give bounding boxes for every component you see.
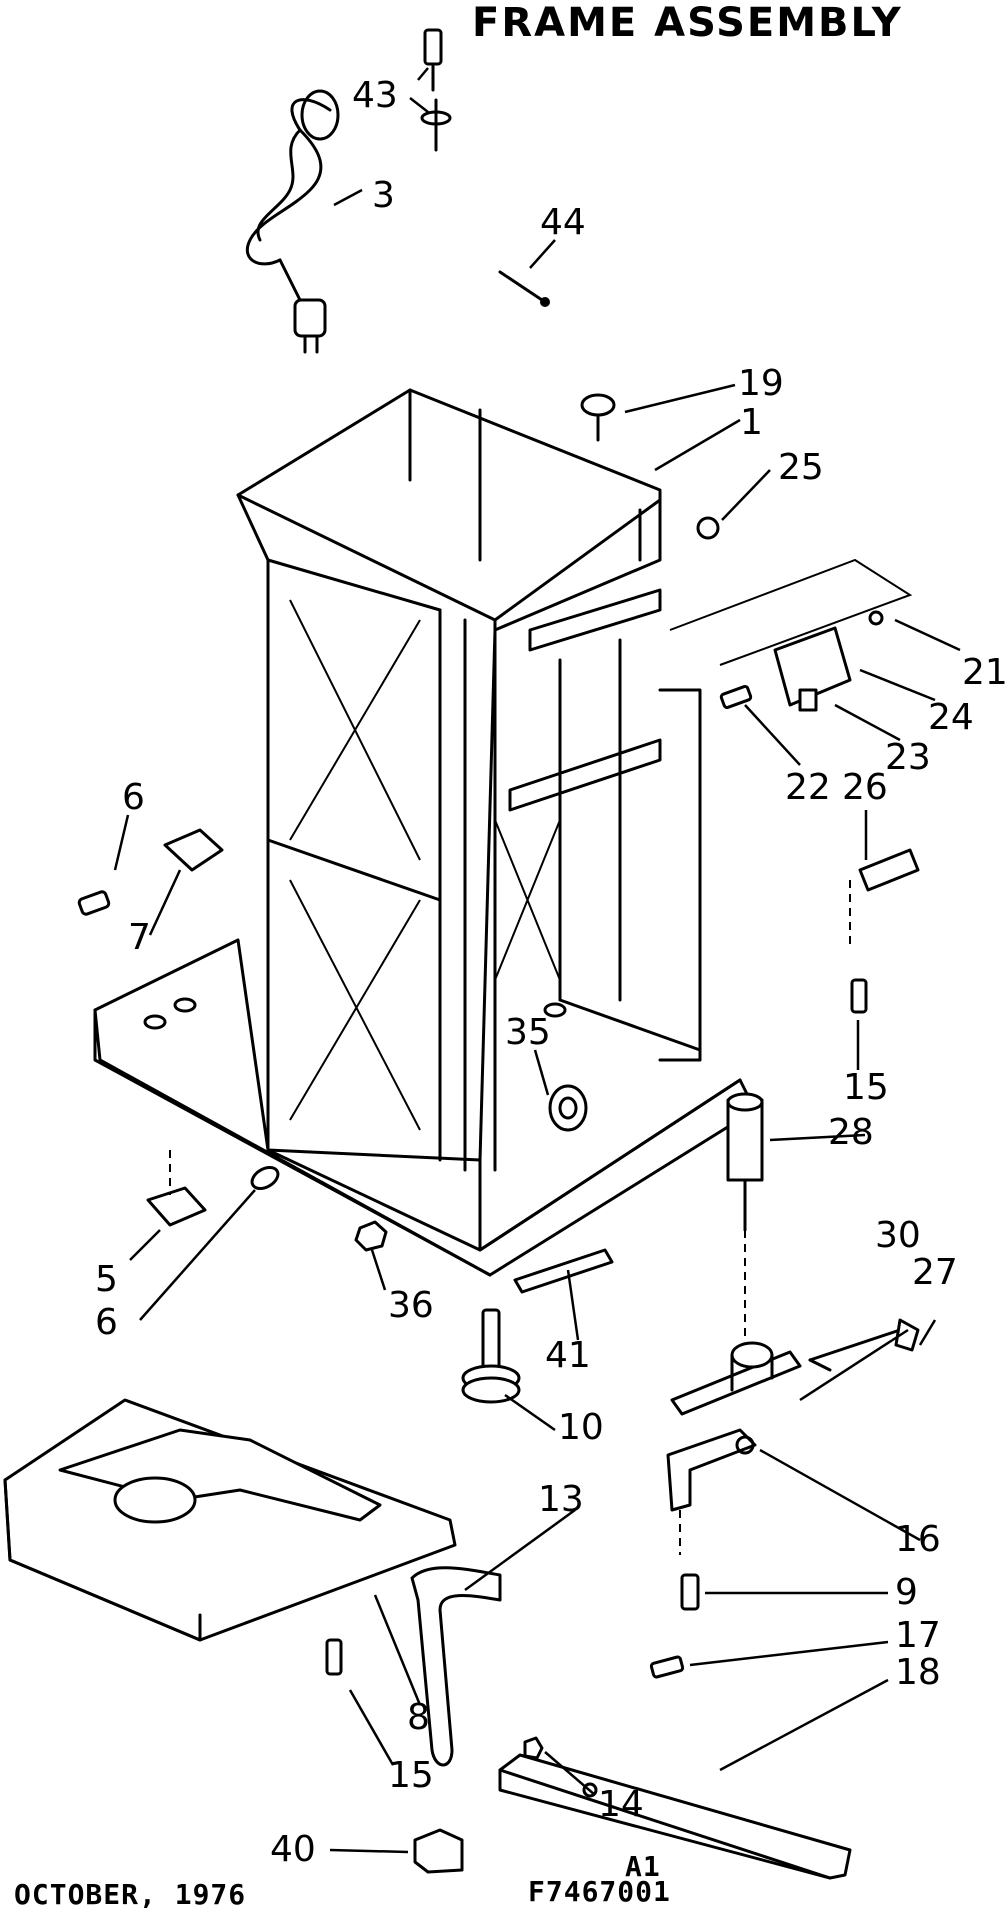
frame-tower-part <box>236 388 702 1172</box>
grommet-35-part <box>548 1084 588 1132</box>
callout-16: 16 <box>895 1519 941 1560</box>
leveling-foot-10-part <box>461 1308 521 1404</box>
callout-14: 14 <box>598 1784 644 1825</box>
rod-27-part <box>808 1318 920 1372</box>
callout-30: 30 <box>875 1215 921 1256</box>
callout-7: 7 <box>128 917 151 958</box>
callout-5: 5 <box>95 1259 118 1300</box>
cylinder-28-part <box>726 1092 764 1340</box>
screw-44-part <box>498 239 556 307</box>
callout-6-bottom: 6 <box>95 1302 118 1343</box>
callout-1: 1 <box>740 402 763 443</box>
callout-24: 24 <box>928 697 974 738</box>
thermostat-26-part <box>849 848 920 950</box>
screw-43-part <box>409 28 452 152</box>
footer-sheet: A1 <box>625 1850 661 1883</box>
screw-9-part <box>680 1573 700 1611</box>
callout-21: 21 <box>962 652 1008 693</box>
callout-43: 43 <box>352 75 398 116</box>
callout-15-top: 15 <box>843 1067 889 1108</box>
nut-36-part <box>354 1220 388 1252</box>
screw-15a-part <box>850 978 868 1014</box>
diagram-title: FRAME ASSEMBLY <box>472 0 903 46</box>
bracket-13-part <box>410 1566 502 1767</box>
base-plate-part <box>93 938 757 1277</box>
callout-13: 13 <box>538 1479 584 1520</box>
footer-part-number: F7467001 <box>528 1875 671 1908</box>
callout-8: 8 <box>407 1697 430 1738</box>
callout-18: 18 <box>895 1652 941 1693</box>
callout-25: 25 <box>778 447 824 488</box>
leader-lines <box>113 188 961 1854</box>
screw-22-part <box>719 684 753 710</box>
clip-5-part <box>146 1150 280 1227</box>
callout-28: 28 <box>828 1112 874 1153</box>
nut-14-part <box>523 1736 544 1760</box>
callout-6-top: 6 <box>122 777 145 818</box>
screw-17-part <box>649 1655 685 1679</box>
callout-9: 9 <box>895 1572 918 1613</box>
footer-date: OCTOBER, 1976 <box>14 1878 247 1911</box>
callout-15-bottom: 15 <box>388 1755 434 1796</box>
screw-15b-part <box>325 1638 343 1676</box>
callout-41: 41 <box>545 1335 591 1376</box>
drain-tray-8-part <box>3 1398 457 1642</box>
callout-36: 36 <box>388 1285 434 1326</box>
callout-19: 19 <box>738 363 784 404</box>
callout-17: 17 <box>895 1615 941 1656</box>
callout-40: 40 <box>270 1829 316 1870</box>
callout-35: 35 <box>505 1012 551 1053</box>
callout-26: 26 <box>842 767 888 808</box>
power-cord-part <box>245 89 340 354</box>
callout-27: 27 <box>912 1252 958 1293</box>
switch-assembly-part <box>669 558 913 712</box>
nut-25-part <box>696 516 720 540</box>
cap-19-part <box>580 393 616 442</box>
bracket-30-part <box>670 1341 802 1416</box>
callout-23: 23 <box>885 737 931 778</box>
callout-10: 10 <box>558 1407 604 1448</box>
callout-3: 3 <box>372 175 395 216</box>
callout-44: 44 <box>540 202 586 243</box>
callout-22: 22 <box>785 767 831 808</box>
rail-18-part <box>498 1753 852 1880</box>
clip-40-part <box>413 1828 464 1874</box>
hinge-16-part <box>666 1428 757 1555</box>
clip-7-part <box>77 828 224 916</box>
strip-41-part <box>513 1248 614 1294</box>
